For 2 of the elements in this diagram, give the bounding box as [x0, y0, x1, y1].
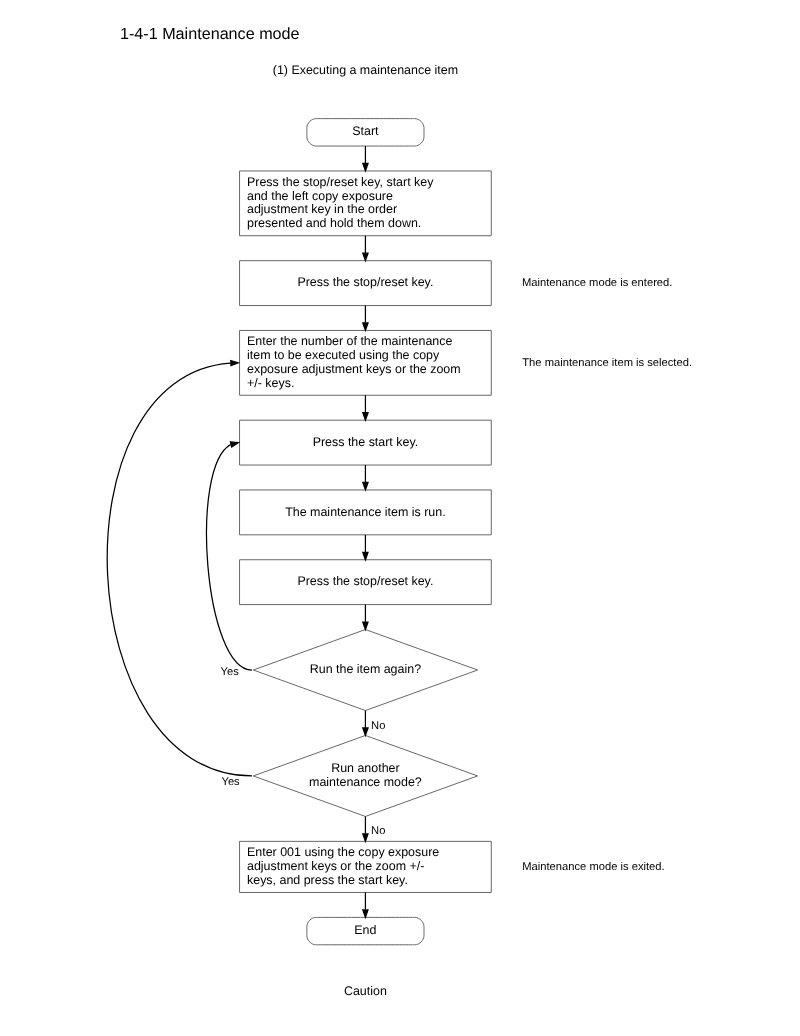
arrow	[204, 441, 252, 671]
arrow	[105, 359, 252, 777]
